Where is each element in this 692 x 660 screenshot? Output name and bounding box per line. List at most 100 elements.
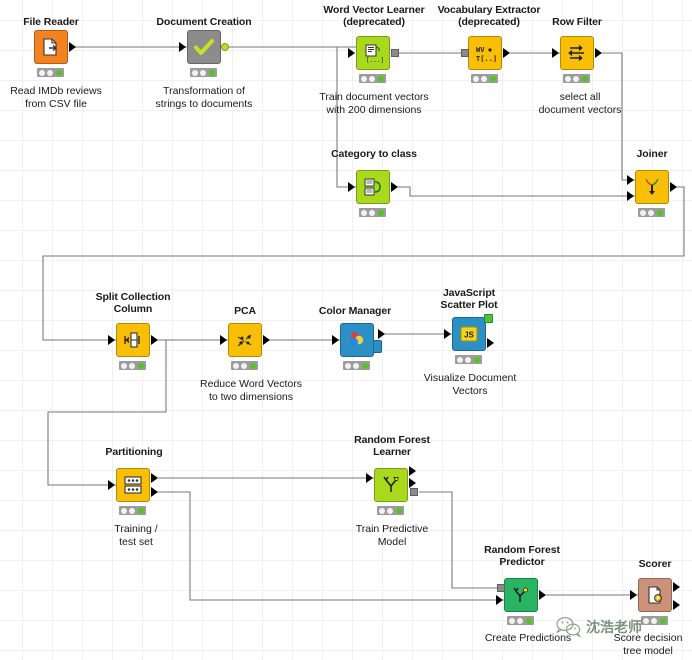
node-desc-file-reader: Read IMDb reviews from CSV file: [10, 85, 102, 110]
status-row-filter: [563, 74, 590, 83]
port-in-document-creation[interactable]: [179, 42, 186, 52]
port-out-2-random-forest-learner[interactable]: [409, 478, 416, 488]
row-filter-icon: [568, 45, 584, 61]
node-document-creation[interactable]: [187, 30, 221, 64]
node-desc-random-forest-learner: Train Predictive Model: [355, 523, 429, 548]
partitioning-icon: [124, 476, 142, 494]
port-out-1-scorer[interactable]: [673, 582, 680, 592]
port-out-2-scorer[interactable]: [673, 600, 680, 610]
node-row-filter[interactable]: [560, 36, 594, 70]
color-manager-view-tab[interactable]: [374, 340, 382, 353]
port-in-model-vocabulary-extractor[interactable]: [461, 49, 469, 57]
svg-text:WV: WV: [476, 46, 485, 54]
port-in-category-to-class[interactable]: [348, 182, 355, 192]
node-title-random-forest-learner: Random Forest Learner: [354, 434, 430, 458]
port-out-javascript-scatter-plot[interactable]: [487, 338, 494, 348]
node-desc-pca: Reduce Word Vectors to two dimensions: [200, 378, 302, 403]
node-word-vector-learner[interactable]: [...]: [356, 36, 390, 70]
port-out-model-word-vector-learner[interactable]: [391, 49, 399, 57]
status-color-manager: [343, 361, 370, 370]
node-scorer[interactable]: [638, 578, 672, 612]
status-split-collection-column: [119, 361, 146, 370]
node-split-collection-column[interactable]: [116, 323, 150, 357]
port-out-color-manager[interactable]: [378, 329, 385, 339]
node-random-forest-learner[interactable]: [374, 468, 408, 502]
port-in-model-random-forest-predictor[interactable]: [497, 584, 505, 592]
node-desc-random-forest-predictor: Create Predictions: [484, 632, 572, 644]
node-file-reader[interactable]: [34, 30, 68, 64]
node-title-word-vector-learner: Word Vector Learner (deprecated): [323, 4, 425, 28]
port-out-vocabulary-extractor[interactable]: [503, 48, 510, 58]
port-out-row-filter[interactable]: [595, 48, 602, 58]
node-title-joiner: Joiner: [636, 148, 668, 160]
port-out-document-creation[interactable]: [221, 43, 229, 51]
port-out-file-reader[interactable]: [69, 42, 76, 52]
port-in-random-forest-learner[interactable]: [366, 473, 373, 483]
scorer-icon: [648, 586, 662, 604]
port-in-scorer[interactable]: [630, 590, 637, 600]
port-out-category-to-class[interactable]: [391, 182, 398, 192]
svg-text:JS: JS: [464, 331, 474, 340]
node-title-document-creation: Document Creation: [156, 16, 252, 28]
svg-text:T[..]: T[..]: [476, 55, 496, 63]
node-pca[interactable]: [228, 323, 262, 357]
port-in-partitioning[interactable]: [108, 480, 115, 490]
port-in-data-random-forest-predictor[interactable]: [496, 595, 503, 605]
port-out-joiner[interactable]: [670, 182, 677, 192]
file-reader-icon: [43, 38, 58, 56]
status-partitioning: [119, 506, 146, 515]
node-desc-javascript-scatter-plot: Visualize Document Vectors: [423, 372, 517, 397]
word-vector-learner-icon: [...]: [365, 44, 383, 63]
port-in-color-manager[interactable]: [332, 335, 339, 345]
node-vocabulary-extractor[interactable]: WV T[..]: [468, 36, 502, 70]
node-title-partitioning: Partitioning: [105, 446, 163, 458]
port-out-random-forest-predictor[interactable]: [539, 590, 546, 600]
node-random-forest-predictor[interactable]: [504, 578, 538, 612]
status-file-reader: [37, 68, 64, 77]
node-desc-row-filter: select all document vectors: [538, 91, 622, 116]
split-collection-icon: [124, 332, 140, 348]
status-word-vector-learner: [359, 74, 386, 83]
status-joiner: [638, 208, 665, 217]
port-out-split-collection-column[interactable]: [151, 335, 158, 345]
port-in-javascript-scatter-plot[interactable]: [444, 329, 451, 339]
node-desc-document-creation: Transformation of strings to documents: [155, 85, 253, 110]
node-color-manager[interactable]: [340, 323, 374, 357]
node-javascript-scatter-plot[interactable]: JS: [452, 317, 486, 351]
status-document-creation: [190, 68, 217, 77]
port-out-1-partitioning[interactable]: [151, 473, 158, 483]
random-forest-learner-icon: [383, 476, 399, 492]
port-out-2-partitioning[interactable]: [151, 487, 158, 497]
status-category-to-class: [359, 208, 386, 217]
port-in-pca[interactable]: [220, 335, 227, 345]
svg-text:[...]: [...]: [366, 57, 383, 63]
port-out-model-random-forest-learner[interactable]: [410, 488, 418, 496]
port-in-row-filter[interactable]: [552, 48, 559, 58]
scatter-plot-view-tab[interactable]: [484, 314, 493, 323]
node-title-pca: PCA: [234, 305, 256, 317]
port-in-word-vector-learner[interactable]: [348, 48, 355, 58]
node-joiner[interactable]: [635, 170, 669, 204]
port-out-1-random-forest-learner[interactable]: [409, 466, 416, 476]
status-random-forest-learner: [377, 506, 404, 515]
port-in-2-joiner[interactable]: [627, 191, 634, 201]
status-javascript-scatter-plot: [455, 355, 482, 364]
vocabulary-extractor-icon: WV T[..]: [476, 46, 496, 63]
node-title-row-filter: Row Filter: [552, 16, 602, 28]
node-partitioning[interactable]: [116, 468, 150, 502]
port-in-split-collection-column[interactable]: [108, 335, 115, 345]
port-in-1-joiner[interactable]: [627, 175, 634, 185]
joiner-icon: [645, 178, 659, 195]
node-category-to-class[interactable]: [356, 170, 390, 204]
node-title-category-to-class: Category to class: [331, 148, 417, 160]
node-title-scorer: Scorer: [638, 558, 672, 570]
node-desc-partitioning: Training / test set: [114, 523, 158, 548]
node-title-file-reader: File Reader: [23, 16, 79, 28]
category-to-class-icon: [364, 178, 381, 196]
port-out-pca[interactable]: [263, 335, 270, 345]
status-vocabulary-extractor: [471, 74, 498, 83]
status-random-forest-predictor: [507, 616, 534, 625]
status-pca: [231, 361, 258, 370]
status-scorer: [641, 616, 668, 625]
